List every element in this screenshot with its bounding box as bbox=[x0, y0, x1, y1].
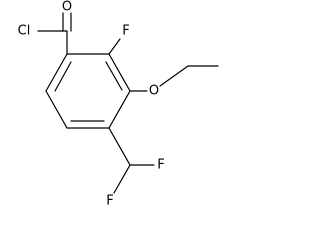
atom-label-ring-fluorine: F bbox=[122, 24, 129, 39]
bond-c2-fluorine bbox=[108, 38, 121, 55]
atom-label-carbonyl-oxygen: O bbox=[62, 0, 72, 15]
bond-c4-chf2 bbox=[108, 127, 131, 166]
ring-bond-c5-c6 bbox=[45, 90, 68, 129]
atom-label-ether-oxygen: O bbox=[149, 84, 159, 99]
atom-label-fluorine-left: F bbox=[106, 194, 113, 209]
ring-double-bond-inner-c6-c1 bbox=[54, 61, 72, 92]
ring-double-bond-inner-c2-c3 bbox=[105, 61, 123, 91]
bond-chf2-fluorine-left bbox=[113, 164, 131, 194]
bond-ether-oxygen-ch2 bbox=[159, 65, 189, 87]
ring-bond-c6-c1 bbox=[45, 53, 68, 92]
atom-label-fluorine-right: F bbox=[157, 158, 164, 173]
ring-bond-c2-c3 bbox=[108, 53, 131, 92]
ring-bond-c3-c4 bbox=[108, 90, 131, 129]
chemical-structure: O Cl F O F F bbox=[18, 0, 219, 209]
atom-label-chlorine: Cl bbox=[18, 24, 31, 39]
